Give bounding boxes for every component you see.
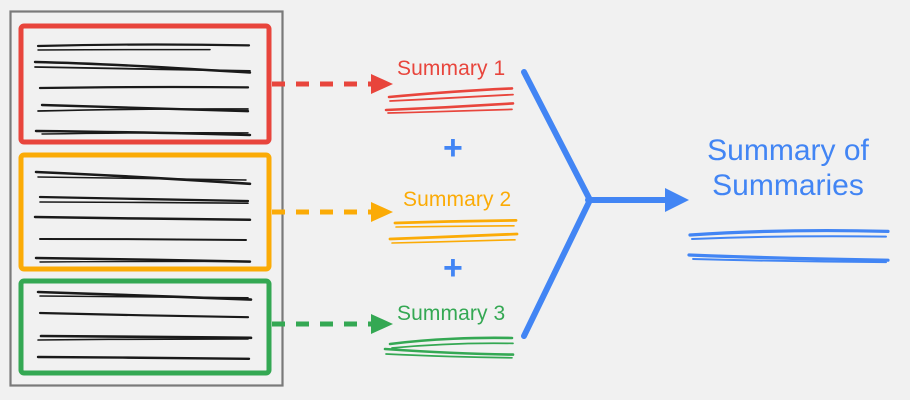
- document-group-2-box[interactable]: [18, 152, 272, 272]
- summary-2-underlines: [388, 219, 519, 244]
- summary-2-label: Summary 2: [403, 188, 512, 211]
- plus-operator-1: +: [443, 129, 463, 167]
- final-summary-underlines: [687, 229, 890, 264]
- merge-arrowhead: [665, 188, 689, 212]
- summary-3-underlines: [383, 336, 515, 359]
- document-group-2-text-lines: [33, 170, 252, 263]
- summary-1-label: Summary 1: [397, 57, 506, 80]
- merge-connector: [521, 69, 671, 339]
- final-summary-line-2: Summaries: [712, 168, 864, 202]
- document-group-1-text-lines: [33, 43, 252, 137]
- final-summary-title: Summary of Summaries: [690, 134, 886, 204]
- document-group-1-box[interactable]: [18, 23, 272, 145]
- connector-arrow-group-1: [272, 74, 393, 94]
- document-collection-panel: [9, 10, 284, 387]
- document-group-3-box[interactable]: [18, 278, 272, 376]
- connector-arrow-group-3: [272, 314, 393, 334]
- summary-3-label: Summary 3: [397, 302, 506, 325]
- plus-operator-2: +: [443, 249, 463, 287]
- connector-arrow-group-2: [272, 202, 393, 222]
- document-group-3-text-lines: [36, 290, 253, 360]
- summary-1-underlines: [384, 87, 515, 114]
- final-summary-line-1: Summary of: [707, 134, 869, 167]
